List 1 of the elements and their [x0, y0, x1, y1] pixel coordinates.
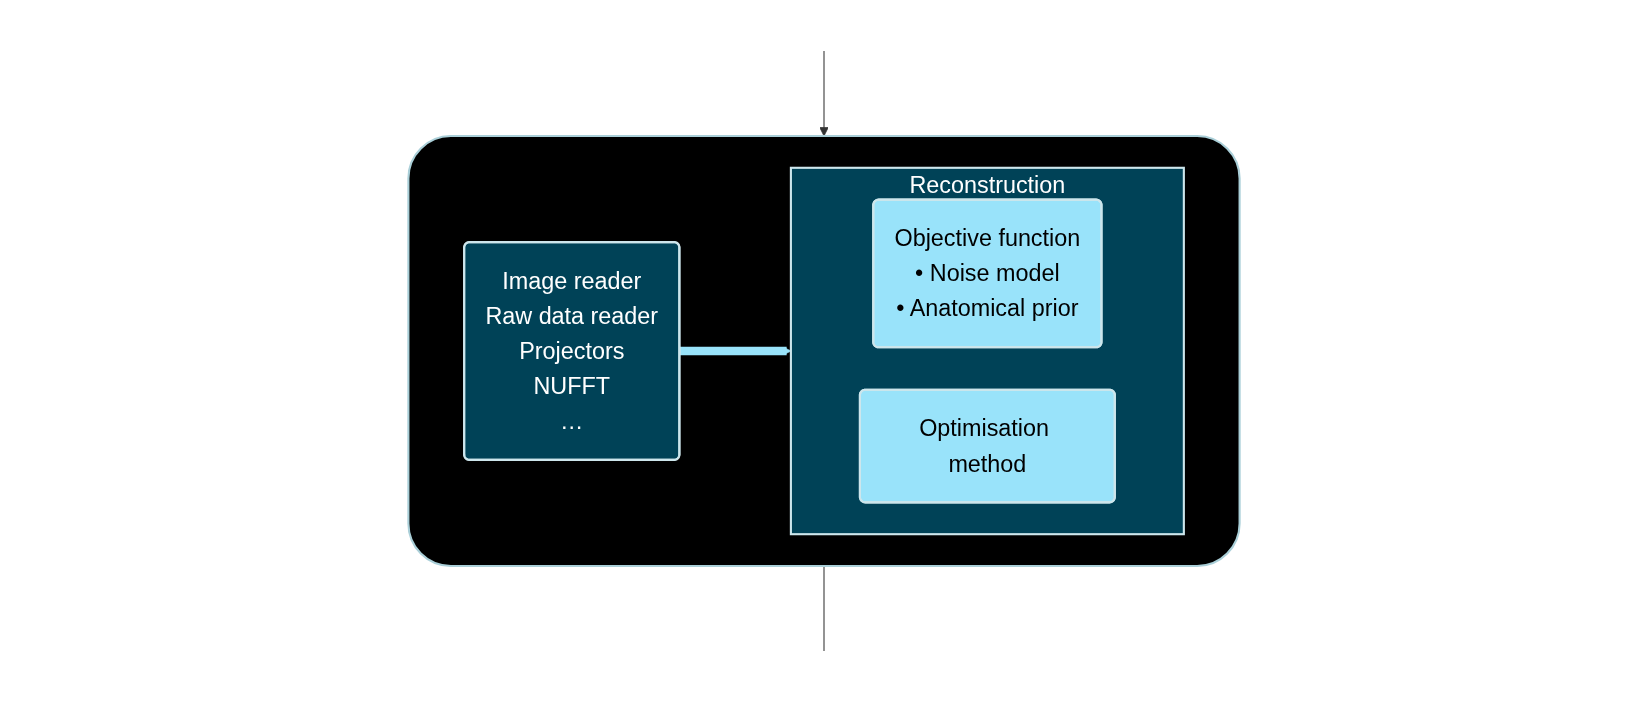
cluster: [407, 134, 1241, 568]
